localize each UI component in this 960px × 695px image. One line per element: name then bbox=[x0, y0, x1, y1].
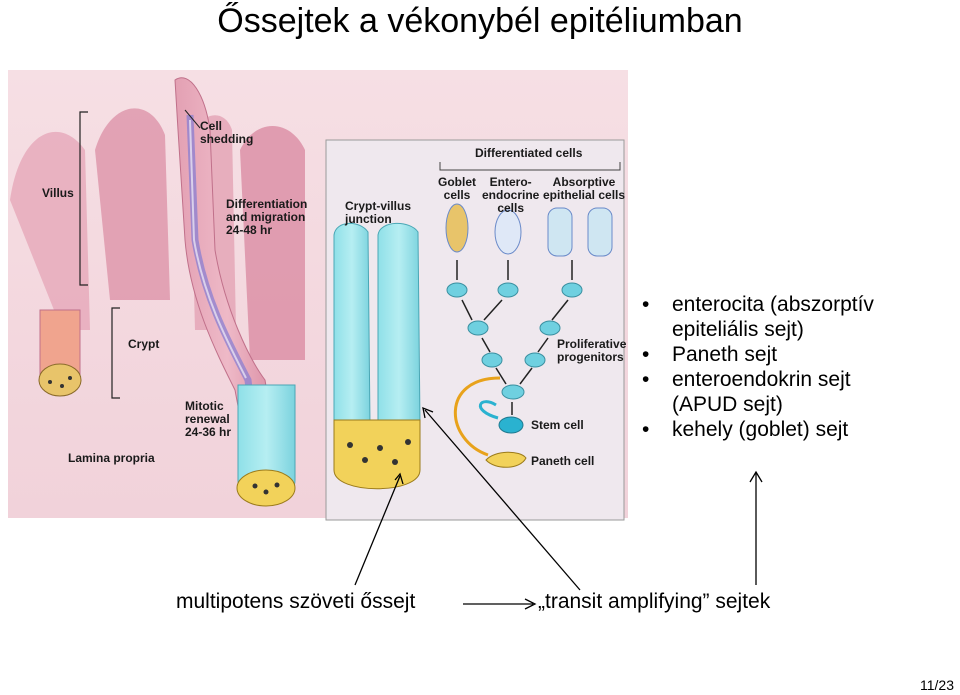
arrow-transit-cells-head bbox=[422, 406, 434, 419]
villus-bracket bbox=[79, 111, 88, 286]
annotation-arrows bbox=[354, 406, 763, 610]
list-item: Paneth sejt bbox=[640, 342, 874, 367]
label-multipotent-stem-cell: multipotens szöveti őssejt bbox=[176, 590, 416, 613]
label-villus: Villus bbox=[42, 186, 74, 200]
crypt-bracket bbox=[111, 307, 120, 399]
label-stem-cell: Stem cell bbox=[531, 418, 584, 432]
arrow-stem-cell bbox=[354, 475, 401, 586]
arrow-to-bullets-head bbox=[749, 470, 763, 483]
paneth-cell-shape bbox=[485, 451, 527, 468]
label-paneth-cell: Paneth cell bbox=[531, 454, 595, 468]
stem-cell-shape bbox=[498, 416, 524, 434]
page-title: Őssejtek a vékonybél epitéliumban bbox=[217, 2, 743, 40]
arrow-lineage-head bbox=[524, 598, 537, 610]
page-number: 11/23 bbox=[920, 677, 954, 693]
label-crypt: Crypt bbox=[128, 337, 160, 351]
label-lamina-propria: Lamina propria bbox=[68, 451, 155, 465]
arrow-transit-cells bbox=[424, 409, 581, 591]
list-item: enteroendokrin sejt(APUD sejt) bbox=[640, 367, 874, 417]
right-differentiation-schematic bbox=[325, 139, 625, 521]
label-transit-amplifying: „transit amplifying” sejtek bbox=[538, 590, 771, 613]
arrow-stem-cell-head bbox=[394, 472, 404, 485]
list-item: kehely (goblet) sejt bbox=[640, 417, 874, 442]
label-differentiated-cells: Differentiated cells bbox=[475, 146, 583, 160]
